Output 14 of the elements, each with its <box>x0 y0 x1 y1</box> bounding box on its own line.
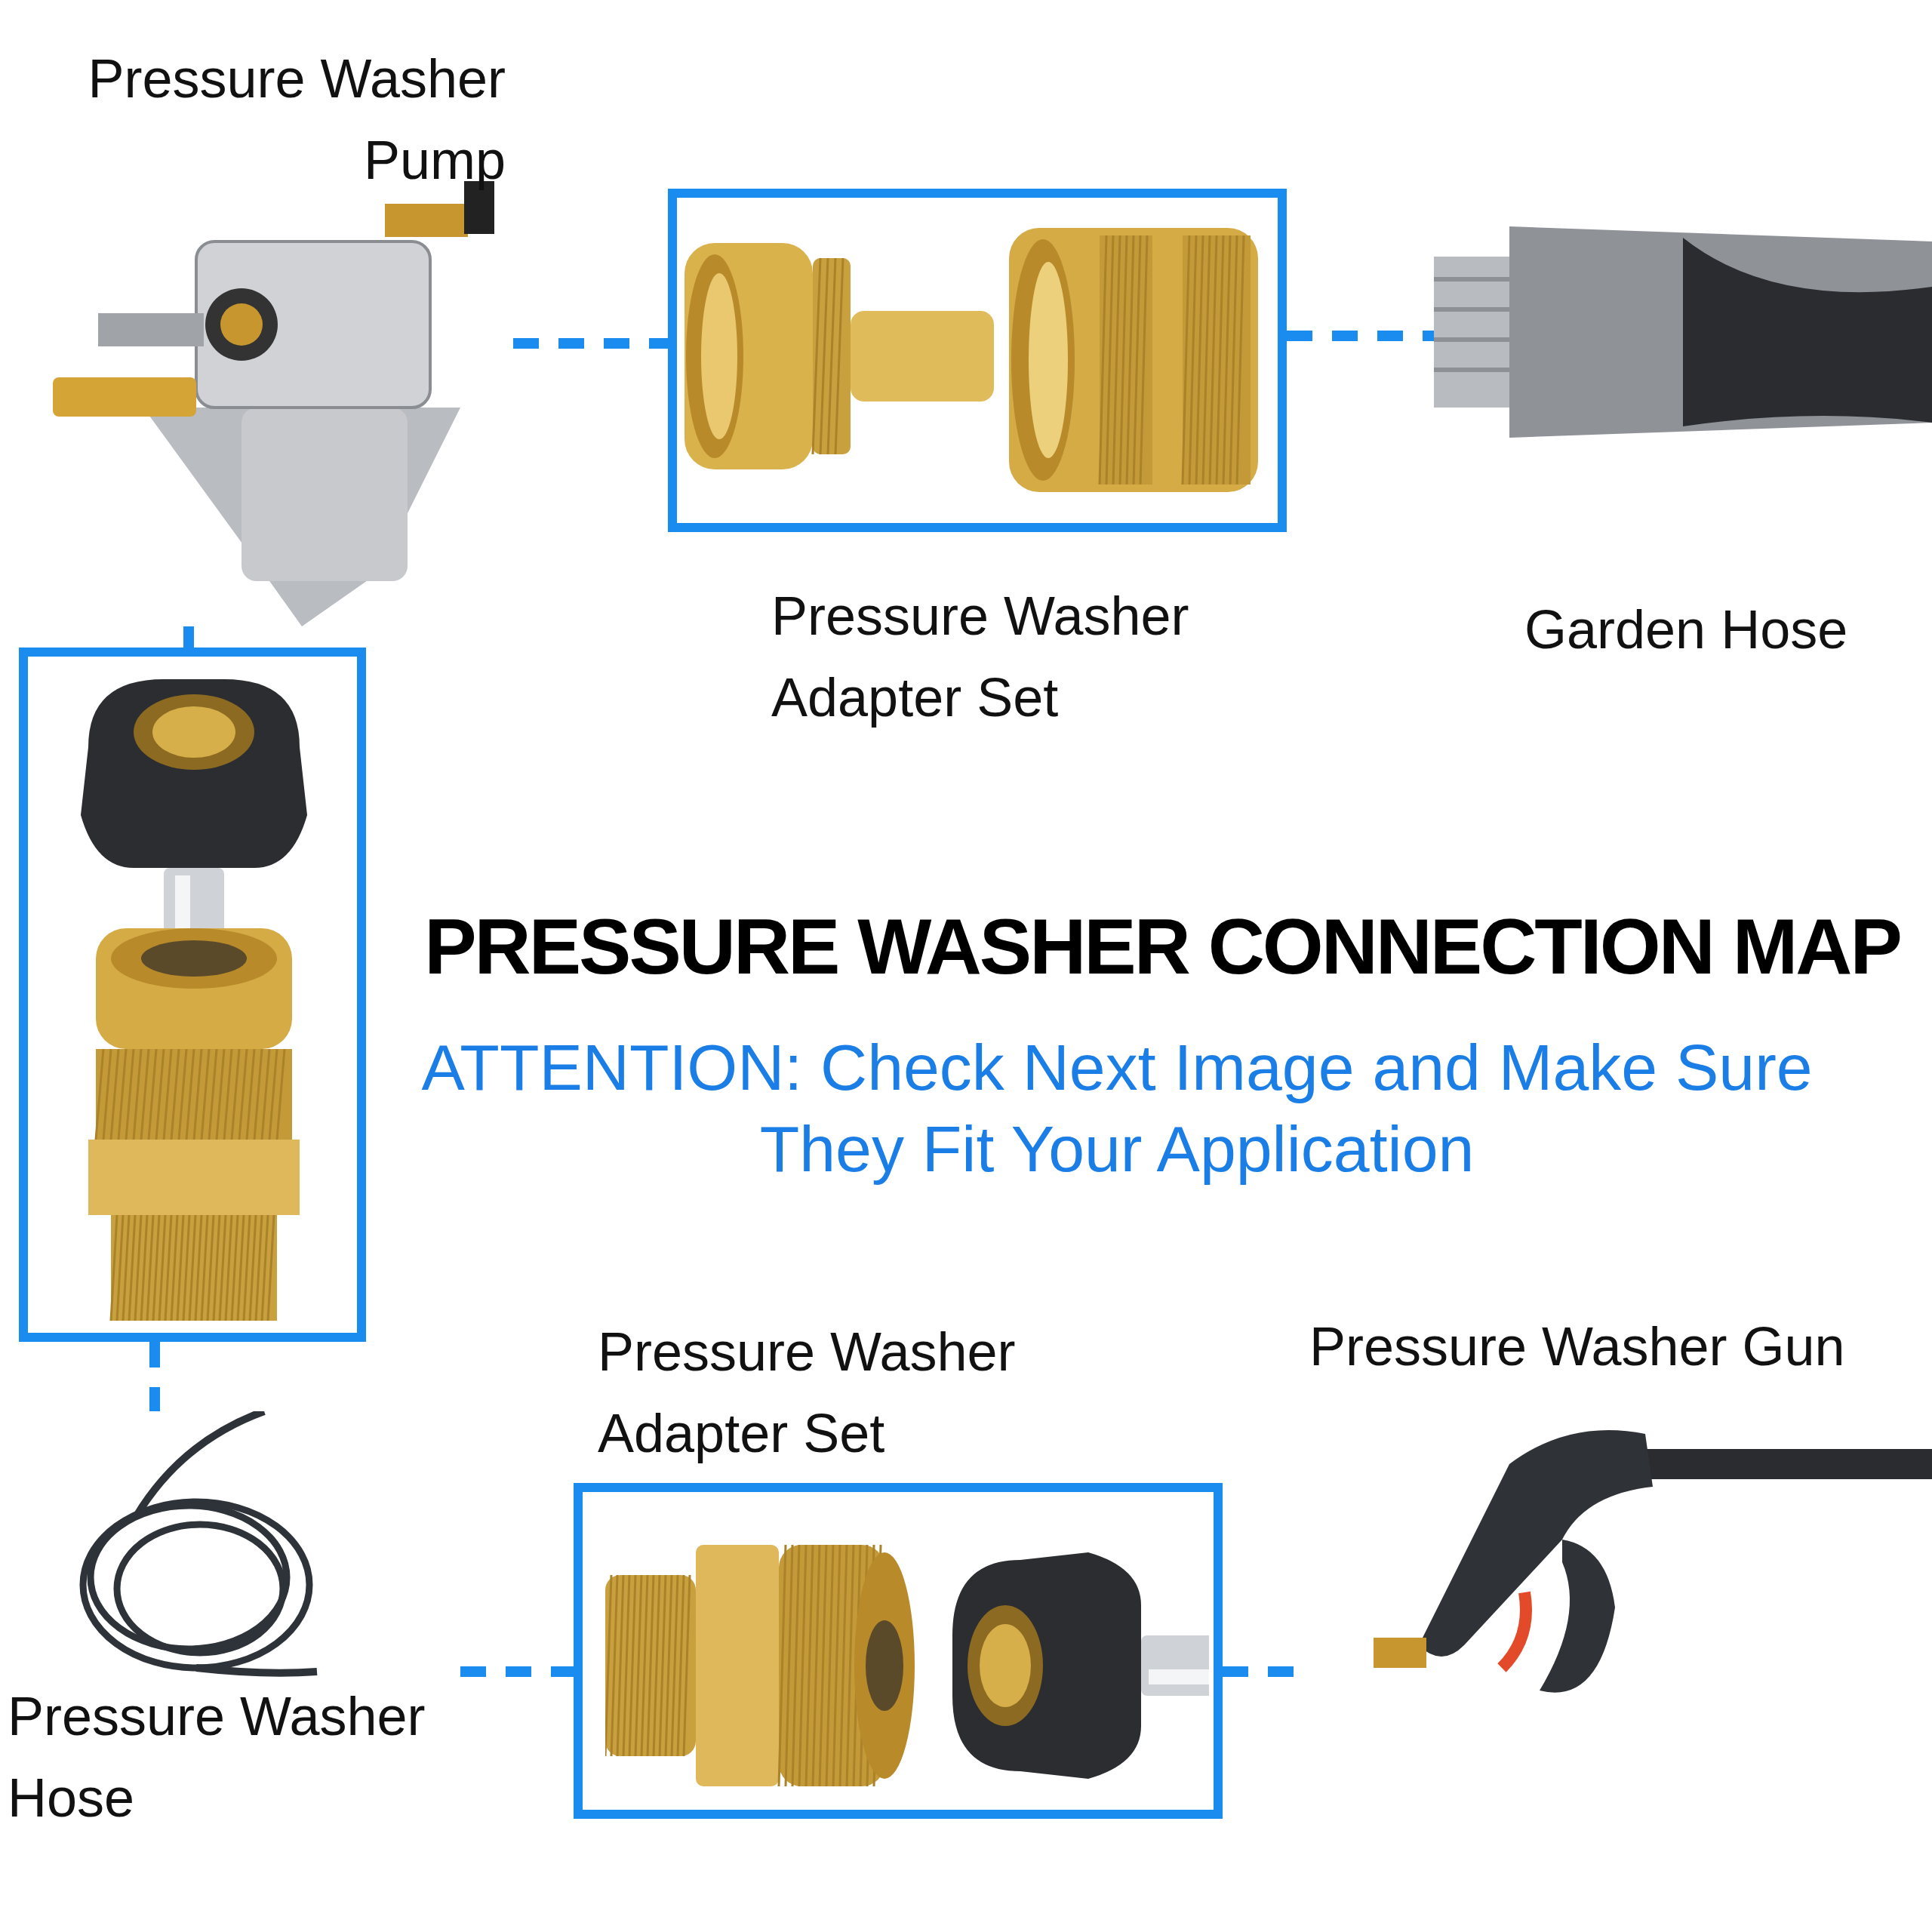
node-label: Garden Hose <box>1524 598 1849 661</box>
node-label: Pressure Washer Adapter Set <box>771 585 1190 729</box>
node-label: Pressure Washer Hose <box>8 1685 426 1829</box>
dashed-connector <box>513 338 668 349</box>
node-label: Pressure Washer Adapter Set <box>598 1321 1017 1465</box>
note-text: ATTENTION: Check Next Image and Make Sure They Fit Your Application <box>420 1030 1814 1186</box>
node-label: Pressure Washer Pump <box>87 48 506 192</box>
dashed-connector <box>183 626 194 648</box>
dashed-connector <box>149 1342 160 1411</box>
adapter-set-frame <box>19 648 366 1342</box>
dashed-connector <box>460 1666 574 1677</box>
dashed-connector <box>1287 331 1434 341</box>
title: PRESSURE WASHER CONNECTION MAP <box>423 902 1901 992</box>
node-label: Pressure Washer Gun <box>1309 1315 1846 1378</box>
